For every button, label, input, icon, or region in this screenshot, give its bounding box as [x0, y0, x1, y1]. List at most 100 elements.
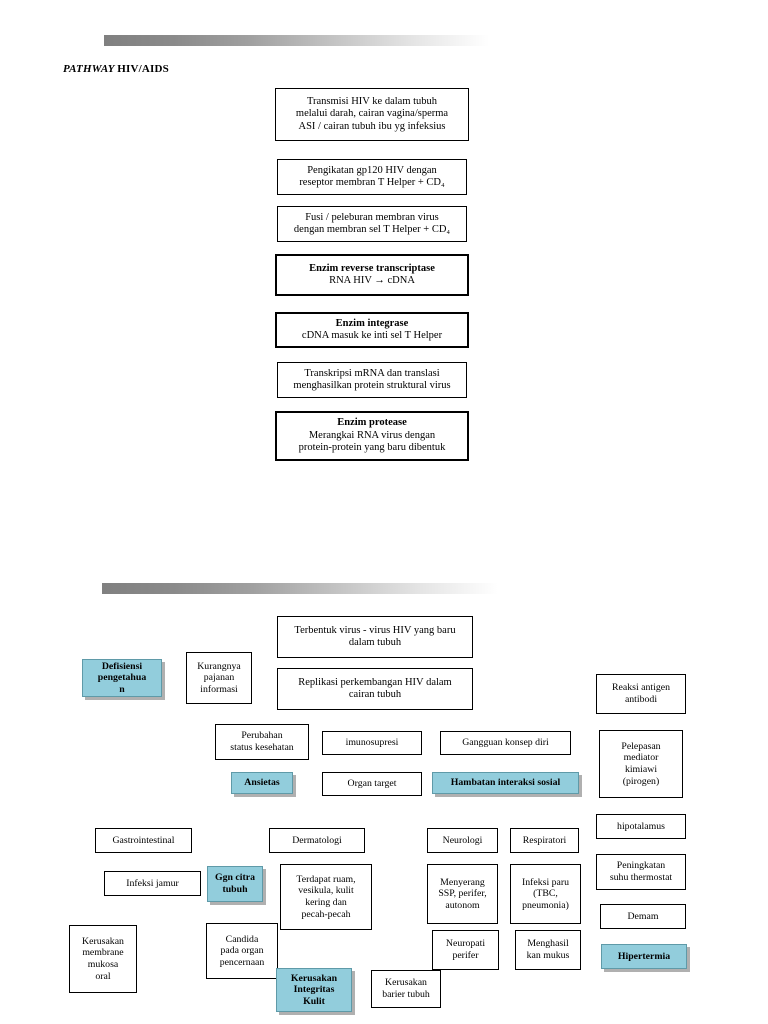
flow-box-neuropati-perifer: Neuropati perifer [432, 930, 499, 970]
flow-line: cDNA masuk ke inti sel T Helper [301, 330, 443, 341]
flow-line: autonom [445, 899, 480, 911]
flow-line: Hipertermia [617, 950, 671, 962]
flow-box-kerusakan-barier-tubuh: Kerusakan barier tubuh [371, 970, 441, 1008]
flow-line: kering dan [305, 897, 347, 908]
flow-box-gastrointestinal: Gastrointestinal [95, 828, 192, 853]
flow-line: Kerusakan [290, 972, 338, 984]
flow-box-perubahan-status-kesehatan: Perubahan status kesehatan [215, 724, 309, 760]
flow-line: mediator [623, 752, 659, 764]
flow-line: menghasilkan protein struktural virus [293, 380, 451, 391]
flow-box-transmisi: Transmisi HIV ke dalam tubuh melalui dar… [275, 88, 469, 141]
flow-line: Perubahan [241, 730, 283, 742]
flow-line: Terbentuk virus - virus HIV yang baru [294, 624, 456, 636]
flow-box-hipotalamus: hipotalamus [596, 814, 686, 839]
flow-line: melalui darah, cairan vagina/sperma [295, 108, 449, 120]
flow-box-replikasi: Replikasi perkembangan HIV dalam cairan … [277, 668, 473, 710]
flow-line: pajanan [203, 672, 235, 684]
flow-line: Peningkatan [616, 860, 666, 872]
flow-box-candida-organ-pencernaan: Candida pada organ pencernaan [206, 923, 278, 979]
flow-line: Candida [225, 933, 259, 945]
flow-line: Demam [627, 910, 659, 922]
flow-line: Reaksi antigen [612, 682, 670, 694]
flow-line: Integritas [293, 984, 335, 996]
flow-box-hambatan-interaksi-sosial: Hambatan interaksi sosial [432, 772, 579, 794]
flow-line: (TBC, [533, 888, 558, 900]
flow-line: Gastrointestinal [112, 834, 175, 846]
flow-box-respiratori: Respiratori [510, 828, 579, 853]
flow-box-transkripsi: Transkripsi mRNA dan translasi menghasil… [277, 362, 467, 398]
flow-box-terdapat-ruam: Terdapat ruam, vesikula, kulit kering da… [280, 864, 372, 930]
flow-line: imunosupresi [345, 737, 399, 749]
flow-line: Neuropati [445, 938, 486, 950]
flow-box-menyerang-ssp: Menyerang SSP, perifer, autonom [427, 864, 498, 924]
flow-line: Dermatologi [292, 834, 342, 846]
flow-line: Infeksi jamur [126, 877, 179, 889]
flow-line: pneumonia) [522, 899, 569, 911]
flow-box-hipertermia: Hipertermia [601, 944, 687, 969]
flow-box-peningkatan-suhu-thermostat: Peningkatan suhu thermostat [596, 854, 686, 890]
flow-box-infeksi-paru: Infeksi paru (TBC, pneumonia) [510, 864, 581, 924]
flow-box-pengikatan: Pengikatan gp120 HIV dengan reseptor mem… [277, 159, 467, 195]
flow-box-defisiensi-pengetahuan: Defisiensi pengetahua n [82, 659, 162, 697]
flow-line: Neurologi [442, 834, 483, 846]
flow-line: pecah-pecah [301, 908, 351, 920]
flow-line: Pelepasan [621, 740, 661, 752]
page-title: PATHWAY HIV/AIDS [63, 63, 169, 75]
flow-line: RNA HIV → cDNA [329, 275, 415, 286]
flow-line: Menghasil [527, 938, 569, 950]
flow-line: dalam tubuh [348, 637, 402, 648]
flow-box-gangguan-konsep-diri: Gangguan konsep diri [440, 731, 571, 755]
flow-box-pelepasan-mediator: Pelepasan mediator kimiawi (pirogen) [599, 730, 683, 798]
flow-box-protease: Enzim protease Merangkai RNA virus denga… [275, 411, 469, 461]
flow-line: (pirogen) [622, 775, 660, 787]
flow-line: Kerusakan [82, 935, 124, 947]
flow-line: membrane [82, 947, 124, 959]
flow-line: vesikula, kulit [298, 885, 354, 897]
flow-line: Kerusakan [385, 977, 427, 989]
flow-line: barier tubuh [382, 989, 430, 1000]
flow-line: Fusi / peleburan membran virus [305, 211, 439, 223]
flow-box-kerusakan-membrane-mukosa-oral: Kerusakan membrane mukosa oral [69, 925, 137, 993]
flow-line: Hambatan interaksi sosial [450, 777, 561, 789]
flow-line: dengan membran sel T Helper + CD₄ [293, 224, 451, 235]
flow-heading: Enzim integrase [335, 317, 409, 329]
flow-line: reseptor membran T Helper + CD₄ [299, 177, 445, 188]
flow-line: Respiratori [522, 834, 567, 846]
decorative-gradient-bar-top [104, 35, 489, 46]
flow-line: Transkripsi mRNA dan translasi [304, 367, 440, 379]
flow-line: protein-protein yang baru dibentuk [298, 442, 446, 454]
flow-line: n [119, 683, 125, 695]
flow-box-ansietas: Ansietas [231, 772, 293, 794]
flow-line: kimiawi [624, 764, 658, 775]
flow-line: Menyerang [440, 876, 485, 888]
page-title-italic: PATHWAY [63, 63, 118, 75]
flow-box-reaksi-antigen-antibodi: Reaksi antigen antibodi [596, 674, 686, 714]
flow-box-terbentuk-virus: Terbentuk virus - virus HIV yang baru da… [277, 616, 473, 658]
flow-box-reverse-transcriptase: Enzim reverse transcriptase RNA HIV → cD… [275, 254, 469, 296]
flow-heading: Enzim reverse transcriptase [309, 262, 435, 274]
flow-line: ASI / cairan tubuh ibu yg infeksius [298, 120, 446, 132]
flow-line: Kulit [303, 995, 325, 1007]
flow-line: status kesehatan [230, 742, 294, 753]
flow-line: Replikasi perkembangan HIV dalam [298, 676, 452, 688]
decorative-gradient-bar-middle [102, 583, 498, 594]
flow-line: SSP, perifer, [438, 888, 487, 900]
flow-line: tubuh [222, 884, 248, 895]
flow-box-infeksi-jamur: Infeksi jamur [104, 871, 201, 896]
flow-line: Terdapat ruam, [296, 873, 356, 885]
flow-line: cairan tubuh [348, 689, 402, 700]
flow-box-fusi: Fusi / peleburan membran virus dengan me… [277, 206, 467, 242]
flow-box-neurologi: Neurologi [427, 828, 498, 853]
flow-line: Defisiensi [101, 660, 143, 672]
flow-box-integrase: Enzim integrase cDNA masuk ke inti sel T… [275, 312, 469, 348]
flow-heading: Enzim protease [337, 417, 407, 429]
flow-box-organ-target: Organ target [322, 772, 422, 796]
flow-line: Gangguan konsep diri [462, 737, 549, 749]
flow-line: pengetahua [97, 672, 147, 684]
flow-line: informasi [200, 683, 238, 695]
flow-box-kerusakan-integritas-kulit: Kerusakan Integritas Kulit [276, 968, 352, 1012]
flow-box-demam: Demam [600, 904, 686, 929]
flow-line: Infeksi paru [521, 876, 570, 888]
flow-line: Kurangnya [197, 660, 241, 672]
